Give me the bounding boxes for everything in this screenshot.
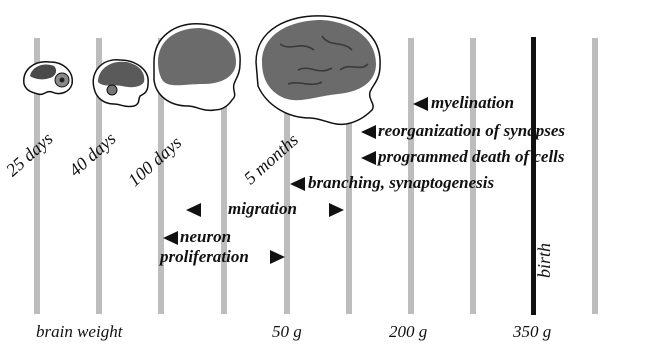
process-label-branching: branching, synaptogenesis [308, 173, 494, 193]
brain-weight-label: brain weight [36, 322, 122, 342]
arrow-left-icon [186, 203, 201, 217]
arrow-left-icon [361, 125, 376, 139]
arrow-left-icon [290, 177, 305, 191]
brain-5-months-illustration [256, 16, 380, 124]
brain-100-days-illustration [154, 24, 240, 111]
process-label-reorganization: reorganization of synapses [378, 121, 565, 141]
birth-label: birth [534, 243, 555, 278]
arrow-left-icon [163, 231, 178, 245]
brain-40-days-illustration [93, 60, 148, 107]
arrow-left-icon [361, 151, 376, 165]
process-label-myelination: myelination [431, 93, 514, 113]
process-label-neuron: neuron [180, 227, 231, 247]
brain-25-days-illustration [24, 62, 72, 95]
weight-label-350g: 350 g [513, 322, 551, 342]
process-label-migration: migration [228, 199, 297, 219]
arrow-right-icon [329, 203, 344, 217]
weight-label-200g: 200 g [389, 322, 427, 342]
weight-label-50g: 50 g [272, 322, 302, 342]
arrow-right-icon [270, 250, 285, 264]
process-label-programmed-death: programmed death of cells [378, 147, 565, 167]
process-label-proliferation: proliferation [160, 247, 249, 267]
arrow-left-icon [413, 97, 428, 111]
